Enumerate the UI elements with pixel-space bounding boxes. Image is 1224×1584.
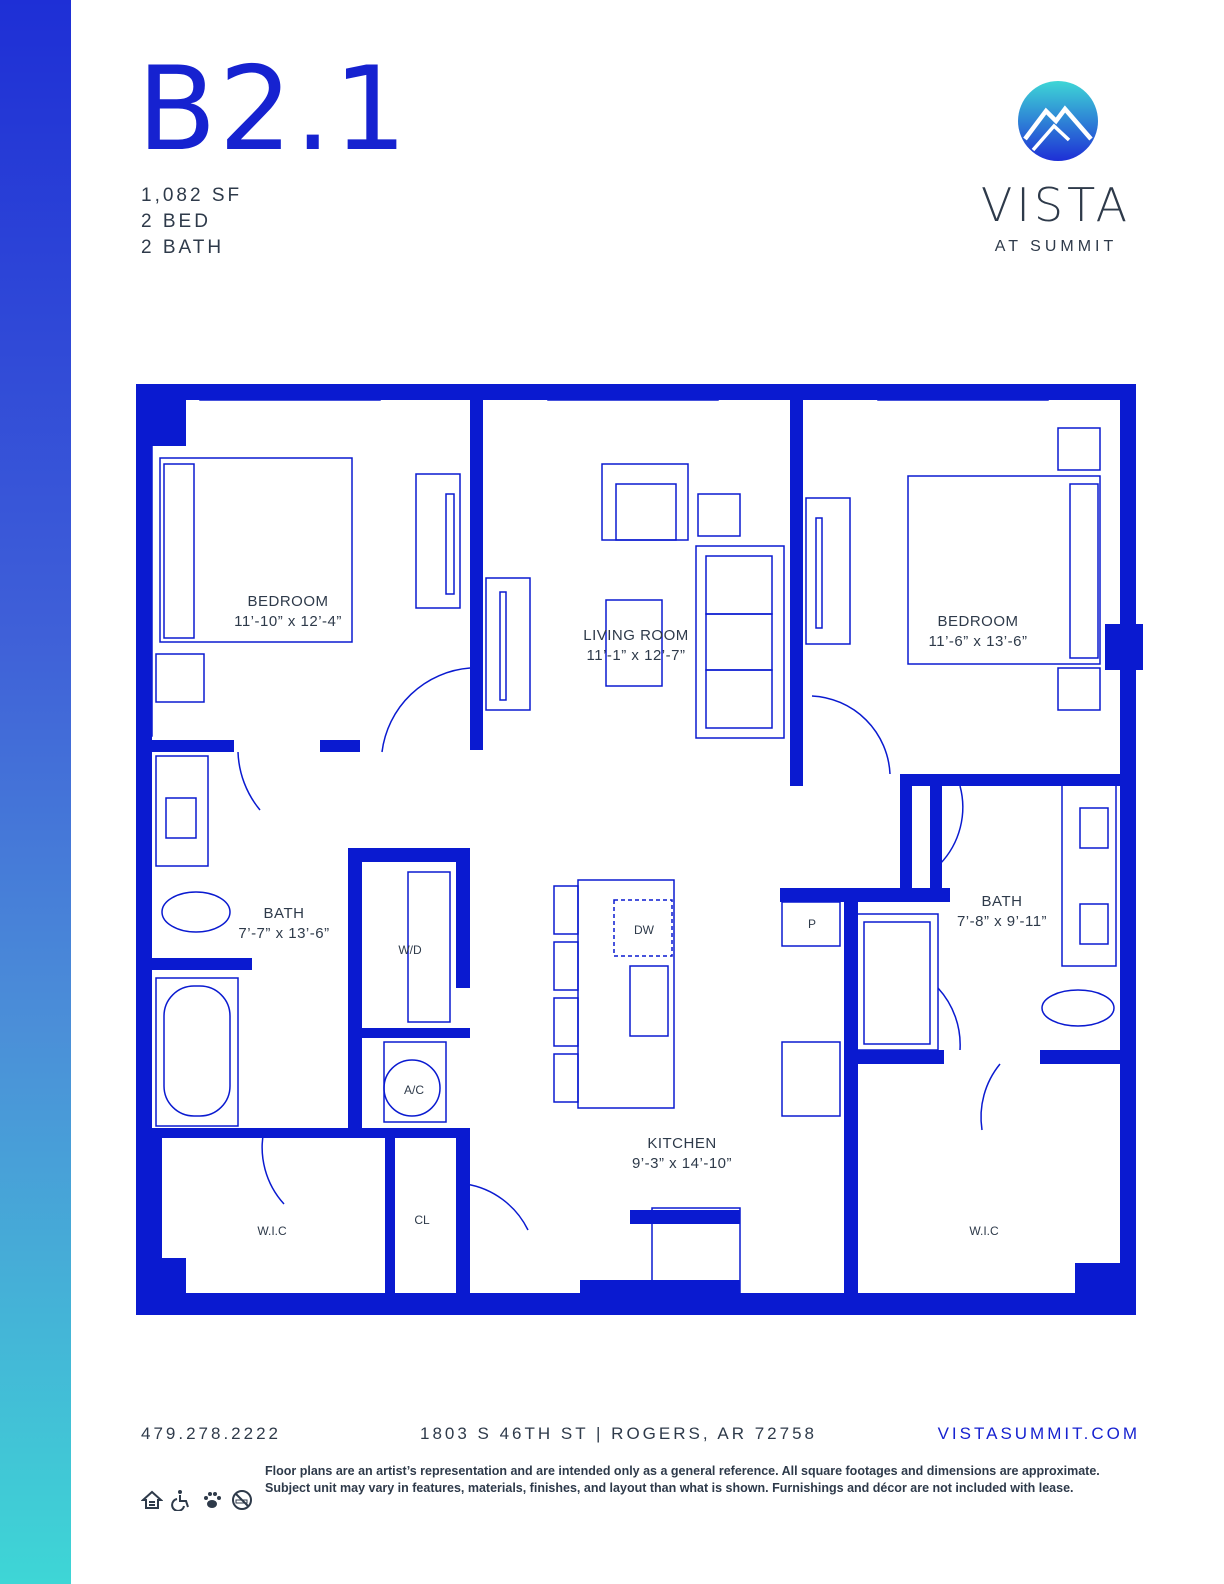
label-closet: CL <box>414 1213 430 1227</box>
footer-website-link[interactable]: VISTASUMMIT.COM <box>937 1424 1140 1443</box>
footer-address: 1803 S 46TH ST | ROGERS, AR 72758 <box>420 1424 817 1443</box>
unit-baths: 2 BATH <box>141 237 225 258</box>
label-kitchen: KITCHEN <box>647 1135 716 1152</box>
label-dishwasher: DW <box>634 923 655 937</box>
dims-bath-left: 7’-7” x 13’-6” <box>238 925 329 942</box>
label-bedroom-right: BEDROOM <box>937 613 1018 630</box>
label-wic-left: W.I.C <box>257 1224 287 1238</box>
dims-living-room: 11’-1” x 12’-7” <box>587 647 686 664</box>
footer-phone[interactable]: 479.278.2222 <box>141 1424 281 1443</box>
label-ac: A/C <box>404 1083 424 1097</box>
side-gradient-bar <box>0 0 71 1584</box>
dims-kitchen: 9’-3” x 14’-10” <box>632 1155 732 1172</box>
accessible-icon <box>170 1488 194 1512</box>
label-pantry: P <box>808 917 816 931</box>
compliance-badges <box>140 1486 254 1514</box>
mountain-circle-icon <box>1018 81 1098 161</box>
label-living-room: LIVING ROOM <box>583 627 689 644</box>
label-bath-right: BATH <box>982 893 1023 910</box>
furniture-fixtures <box>137 385 1117 1299</box>
label-bedroom-left: BEDROOM <box>247 593 328 610</box>
pet-friendly-icon <box>200 1488 224 1512</box>
walls <box>136 384 1143 1315</box>
unit-sqft: 1,082 SF <box>141 185 243 206</box>
unit-name: B2.1 <box>137 42 410 177</box>
logo-subtitle: AT SUMMIT <box>994 238 1118 255</box>
floor-plan: BEDROOM 11’-10” x 12’-4” LIVING ROOM 11’… <box>136 384 1143 1315</box>
unit-beds: 2 BED <box>141 211 211 232</box>
logo-wordmark: VISTA <box>980 178 1132 232</box>
dims-bedroom-right: 11’-6” x 13’-6” <box>929 633 1028 650</box>
no-smoking-icon <box>230 1488 254 1512</box>
disclaimer-text: Floor plans are an artist’s representati… <box>265 1464 1100 1495</box>
dims-bath-right: 7’-8” x 9’-11” <box>957 913 1047 930</box>
label-washer-dryer: W/D <box>398 943 422 957</box>
label-bath-left: BATH <box>264 905 305 922</box>
room-labels: BEDROOM 11’-10” x 12’-4” LIVING ROOM 11’… <box>234 593 1047 1238</box>
equal-housing-icon <box>140 1488 164 1512</box>
dims-bedroom-left: 11’-10” x 12’-4” <box>234 613 342 630</box>
label-wic-right: W.I.C <box>969 1224 999 1238</box>
